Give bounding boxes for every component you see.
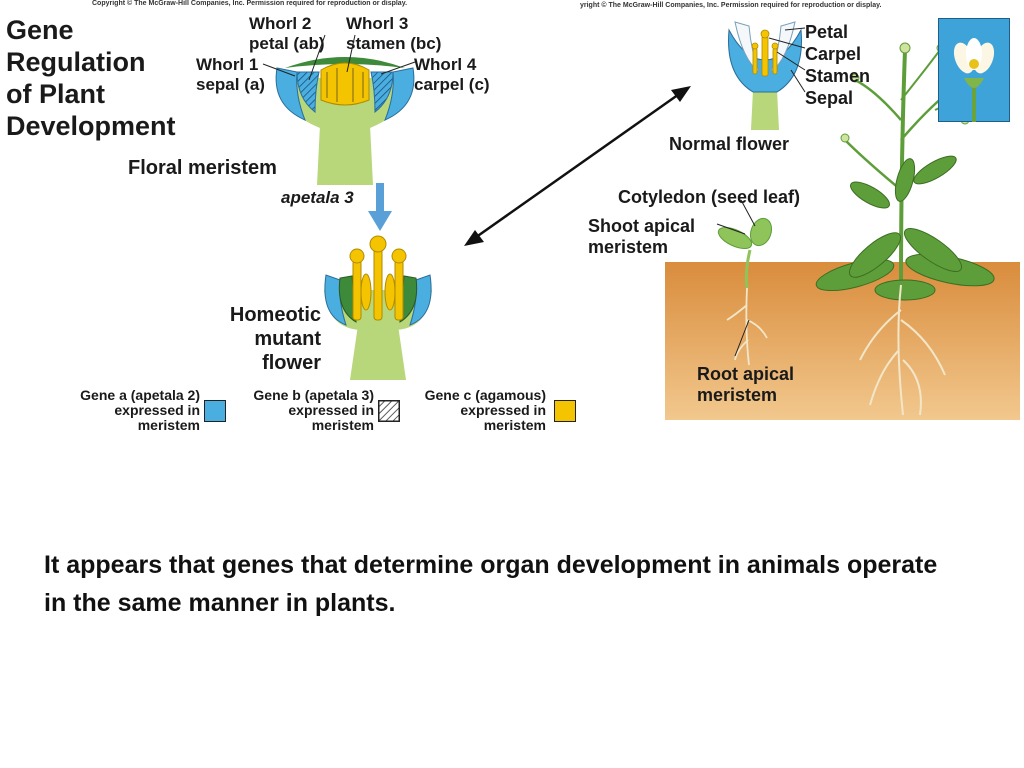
arabidopsis-plant-illustration (665, 42, 1020, 420)
legend-gene-b-text: Gene b (apetala 3) expressed in meristem (232, 388, 374, 433)
cotyledon-label: Cotyledon (seed leaf) (618, 187, 801, 207)
legend-gene-c-name: Gene c (agamous) (424, 387, 546, 403)
whorl-1-label: Whorl 1 sepal (a) (196, 55, 265, 95)
normal-flower-parts-labels: Petal Carpel Stamen Sepal (805, 21, 870, 109)
root-apical-line-2: meristem (697, 385, 778, 405)
shoot-apical-meristem-label: Shoot apical meristem (588, 216, 695, 258)
title-line-1: Gene (6, 15, 74, 45)
whorl-2-title: Whorl 2 (249, 14, 312, 33)
homeotic-mutant-label: Homeotic mutant flower (206, 303, 321, 375)
title-line-3: of Plant (6, 79, 105, 109)
whorl-4-label: Whorl 4 carpel (c) (414, 55, 490, 95)
homeotic-mutant-flower-illustration (324, 235, 432, 380)
flower-photo-inset (938, 18, 1010, 122)
root-apical-line-1: Root apical (697, 364, 795, 384)
legend-gene-b-line2: expressed in (288, 402, 374, 418)
homeotic-line-1: Homeotic (229, 304, 321, 326)
floral-meristem-label: Floral meristem (128, 157, 277, 179)
copyright-notice-left: Copyright © The McGraw-Hill Companies, I… (92, 0, 408, 7)
whorl-3-label: Whorl 3 stamen (bc) (346, 14, 441, 54)
legend-gene-c-line3: meristem (483, 417, 546, 433)
normal-flower-illustration (728, 21, 806, 130)
apetala-arrow-icon (368, 183, 392, 231)
legend-gene-a-text: Gene a (apetala 2) expressed in meristem (60, 388, 200, 433)
apetala-3-label: apetala 3 (281, 188, 354, 207)
legend-gene-c-line2: expressed in (460, 402, 546, 418)
legend-gene-c-swatch (554, 400, 576, 422)
legend-gene-a-line3: meristem (137, 417, 200, 433)
double-arrow-icon (464, 86, 691, 246)
floral-meristem-illustration (262, 34, 416, 185)
whorl-2-label: Whorl 2 petal (ab) (249, 14, 325, 54)
shoot-apical-line-2: meristem (588, 237, 669, 257)
gene-legend: Gene a (apetala 2) expressed in meristem… (60, 388, 580, 434)
homeotic-line-2: mutant (254, 328, 321, 350)
whorl-3-desc: stamen (bc) (346, 34, 442, 53)
whorl-1-title: Whorl 1 (196, 55, 259, 74)
whorl-1-desc: sepal (a) (196, 75, 265, 94)
caption-text: It appears that genes that determine org… (44, 551, 938, 617)
legend-gene-c-text: Gene c (agamous) expressed in meristem (406, 388, 546, 433)
legend-gene-b-swatch (378, 400, 400, 422)
copyright-notice-right: yright © The McGraw-Hill Companies, Inc.… (580, 2, 882, 9)
legend-gene-a-name: Gene a (apetala 2) (80, 387, 200, 403)
whorl-4-title: Whorl 4 (414, 55, 477, 74)
title-line-2: Regulation (6, 47, 146, 77)
stamen-label: Stamen (805, 66, 871, 86)
shoot-apical-line-1: Shoot apical (588, 216, 696, 236)
whorl-4-desc: carpel (c) (414, 75, 490, 94)
legend-gene-b-name: Gene b (apetala 3) (253, 387, 374, 403)
carpel-label: Carpel (805, 44, 862, 64)
legend-gene-a-swatch (204, 400, 226, 422)
normal-flower-label: Normal flower (669, 134, 790, 154)
petal-label: Petal (805, 22, 849, 42)
root-apical-meristem-label: Root apical meristem (697, 364, 794, 406)
sepal-label: Sepal (805, 88, 854, 108)
legend-gene-a-line2: expressed in (114, 402, 200, 418)
legend-gene-b-line3: meristem (311, 417, 374, 433)
whorl-2-desc: petal (ab) (249, 34, 325, 53)
homeotic-line-3: flower (262, 352, 321, 374)
whorl-3-title: Whorl 3 (346, 14, 409, 33)
title-line-4: Development (6, 111, 176, 141)
page-title: Gene Regulation of Plant Development (6, 14, 176, 142)
